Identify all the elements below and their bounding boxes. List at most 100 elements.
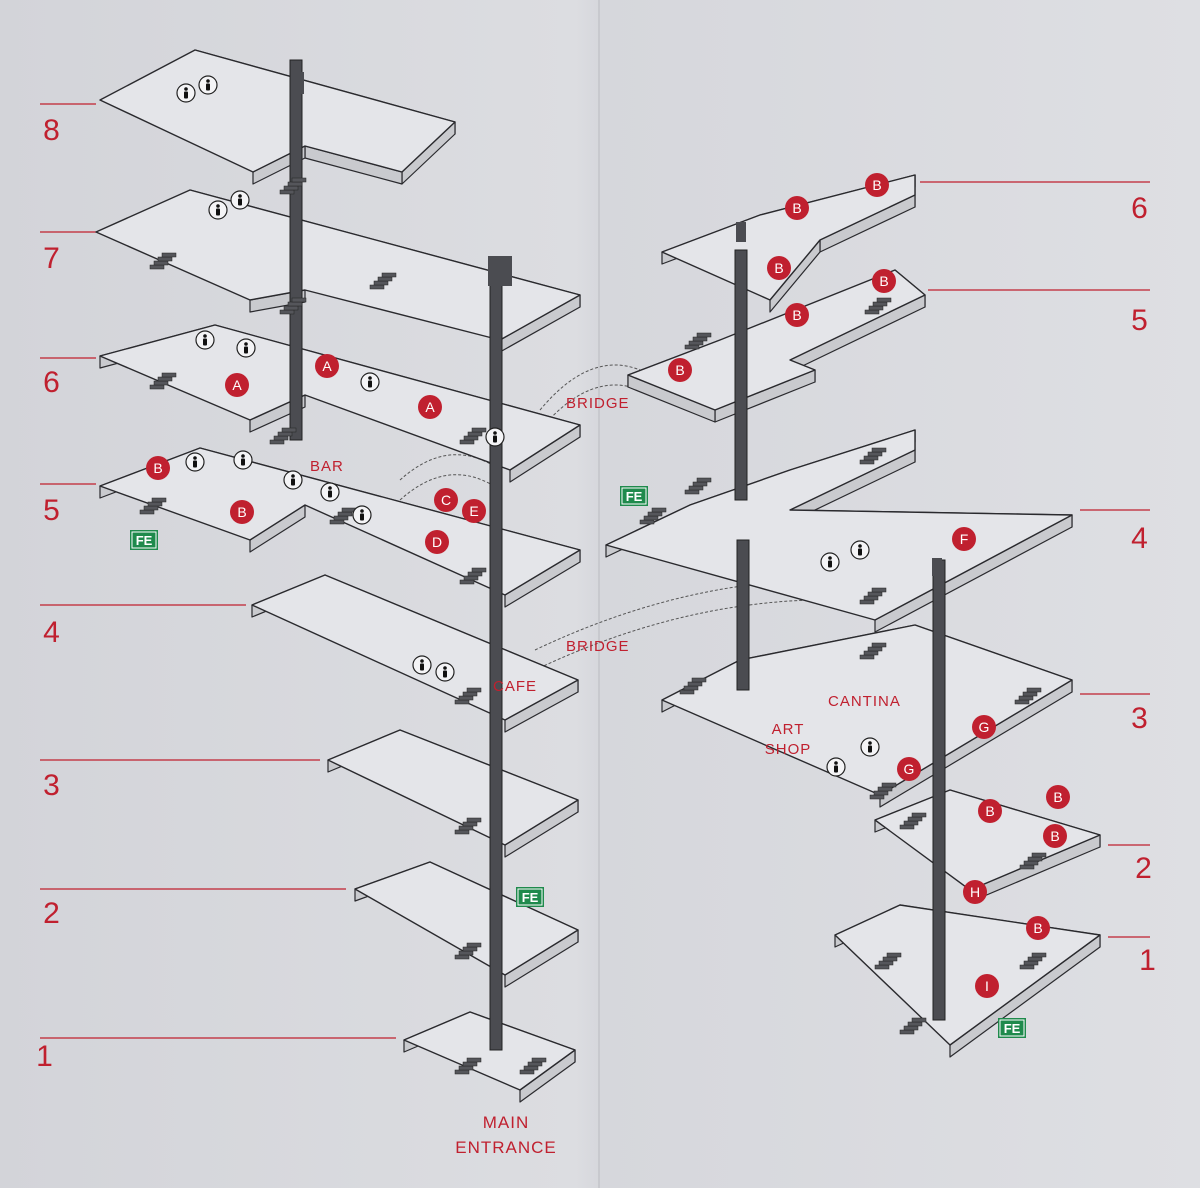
stairs-icon bbox=[859, 587, 887, 605]
marker-right-h: H bbox=[963, 880, 987, 904]
floor-number-right-4: 4 bbox=[1131, 522, 1149, 555]
marker-right-g: G bbox=[972, 715, 996, 739]
restroom-icon bbox=[352, 505, 372, 525]
label-bridge-lower: BRIDGE bbox=[566, 638, 630, 655]
svg-text:C: C bbox=[441, 492, 451, 508]
marker-right-i: I bbox=[975, 974, 999, 998]
marker-right-b: B bbox=[668, 358, 692, 382]
svg-text:B: B bbox=[153, 460, 162, 476]
stairs-icon bbox=[269, 427, 297, 445]
svg-text:B: B bbox=[792, 200, 801, 216]
floor-number-right-5: 5 bbox=[1131, 304, 1149, 337]
restroom-icon bbox=[230, 190, 250, 210]
svg-text:A: A bbox=[232, 377, 242, 393]
stairs-icon bbox=[459, 427, 487, 445]
stairs-icon bbox=[149, 252, 177, 270]
stairs-icon bbox=[874, 952, 902, 970]
stairs-icon bbox=[459, 567, 487, 585]
slab-right-3 bbox=[661, 624, 1073, 808]
floor-number-left-1: 1 bbox=[36, 1040, 54, 1073]
stairs-icon bbox=[899, 812, 927, 830]
svg-text:F: F bbox=[960, 531, 969, 547]
label-bar: BAR bbox=[310, 458, 344, 475]
label-art-shop-2: SHOP bbox=[765, 741, 812, 758]
pillar-right-upper bbox=[734, 249, 748, 501]
floor-number-left-2: 2 bbox=[43, 897, 61, 930]
svg-text:B: B bbox=[792, 307, 801, 323]
stairs-icon bbox=[859, 642, 887, 660]
elevator-icon bbox=[292, 72, 304, 94]
marker-left-d: D bbox=[425, 530, 449, 554]
restroom-icon bbox=[185, 452, 205, 472]
svg-text:FE: FE bbox=[522, 890, 539, 905]
elevator-icon bbox=[932, 558, 942, 576]
bridge-arch-bar bbox=[399, 454, 501, 501]
marker-right-b: B bbox=[785, 303, 809, 327]
stairs-icon bbox=[454, 817, 482, 835]
stairs-icon bbox=[864, 297, 892, 315]
svg-text:B: B bbox=[879, 273, 888, 289]
svg-text:A: A bbox=[425, 399, 435, 415]
stairs-icon bbox=[519, 1057, 547, 1075]
marker-left-a: A bbox=[315, 354, 339, 378]
label-art-shop-1: ART bbox=[772, 721, 805, 738]
restroom-icon bbox=[320, 482, 340, 502]
restroom-icon bbox=[850, 540, 870, 560]
svg-text:FE: FE bbox=[626, 489, 643, 504]
restroom-icon bbox=[283, 470, 303, 490]
marker-right-b: B bbox=[1043, 824, 1067, 848]
stairs-icon bbox=[1019, 952, 1047, 970]
restroom-icon bbox=[820, 552, 840, 572]
stairs-icon bbox=[139, 497, 167, 515]
label-main-entrance-1: MAIN bbox=[483, 1113, 530, 1132]
pillar-left-upper bbox=[289, 59, 303, 441]
restroom-icon bbox=[412, 655, 432, 675]
stairs-icon bbox=[1014, 687, 1042, 705]
floor-number-left-8: 8 bbox=[43, 114, 61, 147]
restroom-icon bbox=[236, 338, 256, 358]
fire-exit-right-1: FE bbox=[998, 1018, 1026, 1038]
floor-number-right-6: 6 bbox=[1131, 192, 1149, 225]
fire-exit-left-2: FE bbox=[516, 887, 544, 907]
svg-text:B: B bbox=[237, 504, 246, 520]
slab-right-1 bbox=[834, 904, 1101, 1058]
fire-exit-left-5: FE bbox=[130, 530, 158, 550]
elevator-icon bbox=[488, 256, 512, 286]
marker-right-b: B bbox=[865, 173, 889, 197]
marker-right-b: B bbox=[1046, 785, 1070, 809]
svg-text:A: A bbox=[322, 358, 332, 374]
svg-text:B: B bbox=[985, 803, 994, 819]
marker-right-g: G bbox=[897, 757, 921, 781]
svg-text:H: H bbox=[970, 884, 980, 900]
svg-text:B: B bbox=[675, 362, 684, 378]
restroom-icon bbox=[195, 330, 215, 350]
svg-text:I: I bbox=[985, 978, 989, 994]
stairs-icon bbox=[454, 942, 482, 960]
svg-text:B: B bbox=[1050, 828, 1059, 844]
floor-number-left-4: 4 bbox=[43, 616, 61, 649]
floor-number-right-1: 1 bbox=[1139, 944, 1157, 977]
svg-text:E: E bbox=[469, 503, 478, 519]
stairs-icon bbox=[279, 297, 307, 315]
label-main-entrance-2: ENTRANCE bbox=[455, 1138, 557, 1157]
floor-number-left-3: 3 bbox=[43, 769, 61, 802]
stairs-icon bbox=[149, 372, 177, 390]
marker-right-b: B bbox=[872, 269, 896, 293]
floor-number-right-2: 2 bbox=[1135, 852, 1153, 885]
stairs-icon bbox=[859, 447, 887, 465]
marker-left-c: C bbox=[434, 488, 458, 512]
floor-number-left-6: 6 bbox=[43, 366, 61, 399]
marker-right-b: B bbox=[767, 256, 791, 280]
slab-left-3 bbox=[327, 729, 579, 858]
floor-number-left-7: 7 bbox=[43, 242, 61, 275]
restroom-icon bbox=[176, 83, 196, 103]
marker-right-b: B bbox=[785, 196, 809, 220]
label-cantina: CANTINA bbox=[828, 693, 901, 710]
svg-text:D: D bbox=[432, 534, 442, 550]
restroom-icon bbox=[198, 75, 218, 95]
stairs-icon bbox=[899, 1017, 927, 1035]
pillar-left-main bbox=[489, 259, 503, 1051]
slab-left-6 bbox=[99, 324, 581, 483]
svg-text:FE: FE bbox=[136, 533, 153, 548]
